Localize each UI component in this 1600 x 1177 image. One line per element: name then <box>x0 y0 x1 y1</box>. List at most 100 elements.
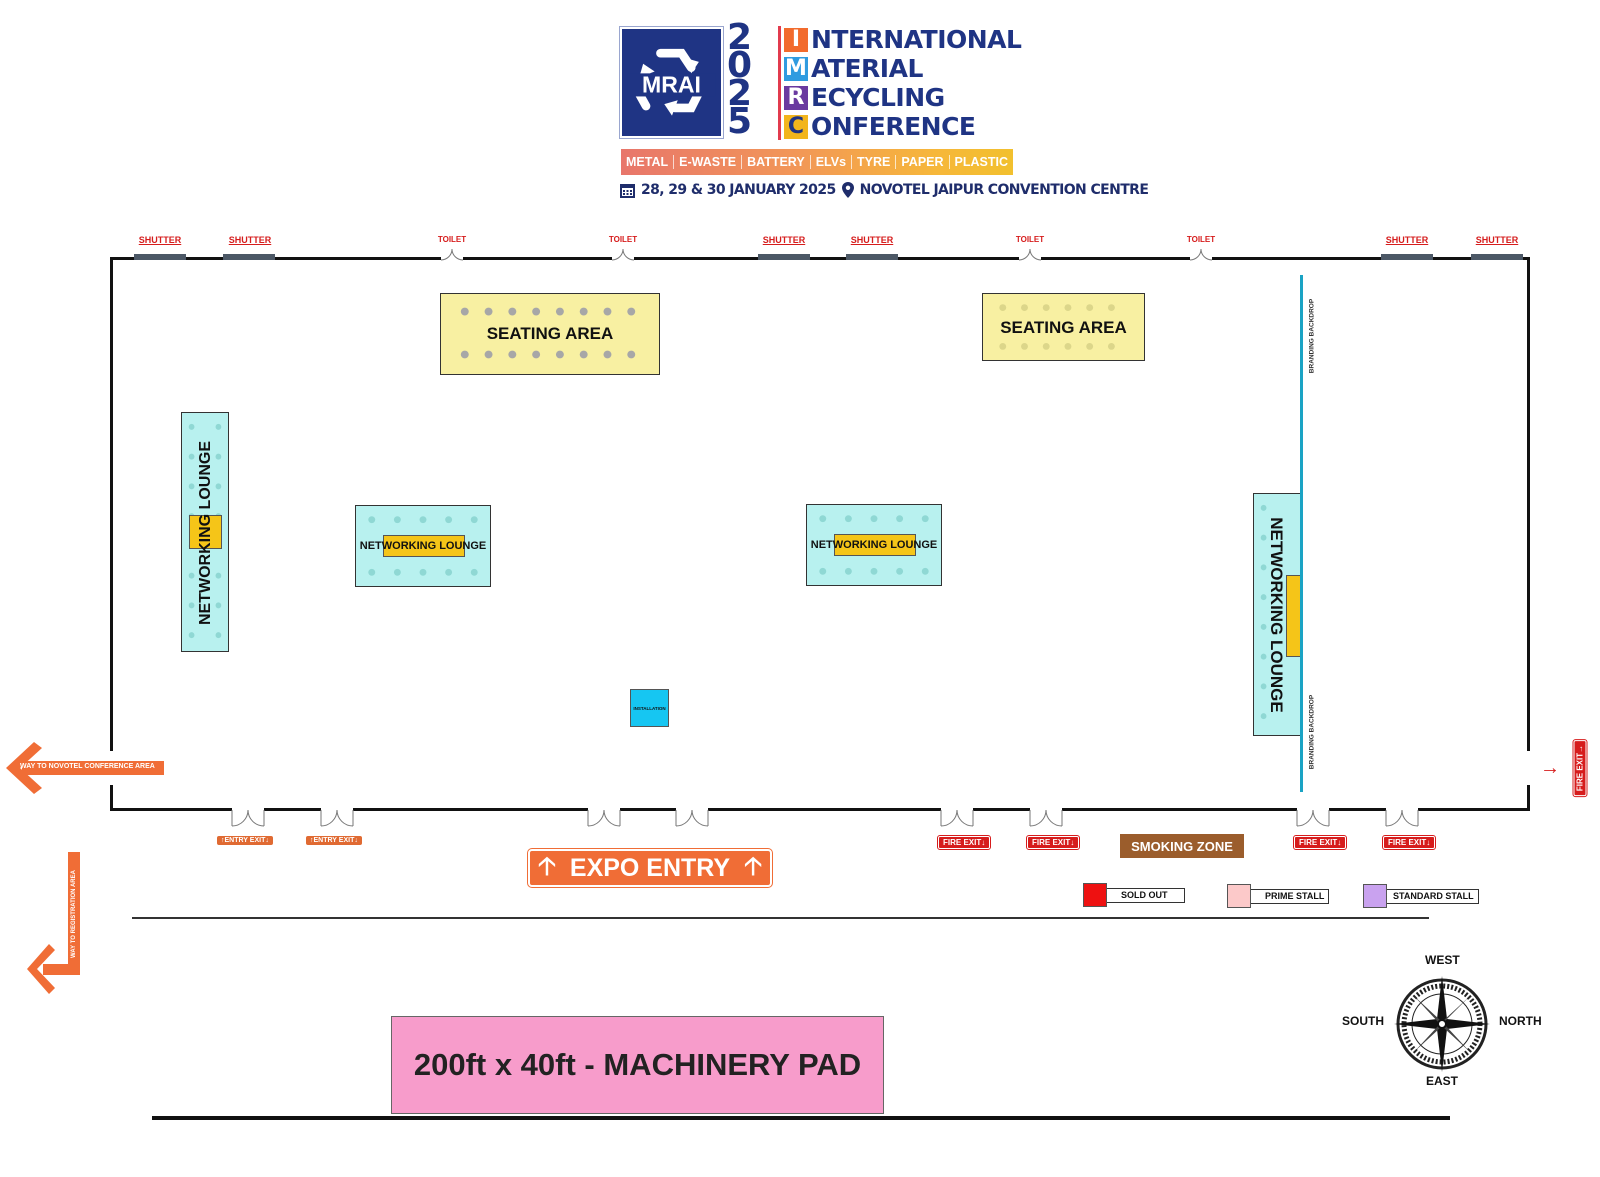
compass-east-label: EAST <box>1426 1074 1459 1088</box>
shutter-door <box>1471 254 1523 260</box>
fire-exit-tag: FIRE EXIT↓ <box>1292 835 1348 850</box>
expo-entry-label: EXPO ENTRY <box>569 853 731 882</box>
seating-area-label: SEATING AREA <box>1000 318 1127 337</box>
hall-west-wall-lower <box>110 785 113 811</box>
legend-prime-stall: PRIME STALL <box>1227 884 1329 908</box>
seating-area-label: SEATING AREA <box>486 324 614 343</box>
seating-chairs <box>460 307 636 359</box>
toilet-label: TOILET <box>1015 235 1045 244</box>
shutter-label: SHUTTER <box>138 235 182 245</box>
hall-north-wall <box>110 257 1530 260</box>
wall-gap <box>232 806 264 813</box>
legend-swatch <box>1227 884 1251 908</box>
shutter-door <box>134 254 186 260</box>
lounge-stage <box>189 515 222 549</box>
shutter-label: SHUTTER <box>228 235 272 245</box>
shutter-label: SHUTTER <box>850 235 894 245</box>
networking-lounge-west: NETWORKING LOUNGE <box>181 412 229 652</box>
toilet-label: TOILET <box>437 235 467 244</box>
installation-label: INSTALLATION <box>633 705 666 711</box>
machinery-pad-label: 200ft x 40ft - MACHINERY PAD <box>413 1047 862 1082</box>
title-row-material: M ATERIAL <box>784 54 923 83</box>
wall-gap <box>1019 255 1041 262</box>
title-row-recycling: R ECYCLING <box>784 83 945 112</box>
lounge-stage <box>834 534 916 556</box>
event-venue: NOVOTEL JAIPUR CONVENTION CENTRE <box>859 182 1149 198</box>
fire-exit-tag-east: FIRE EXIT→ <box>1573 735 1587 801</box>
event-dates: 28, 29 & 30 JANUARY 2025 <box>641 182 836 198</box>
arrow-down-icon: ↓ <box>265 837 269 844</box>
title-initial: M <box>784 55 808 81</box>
location-pin-icon <box>841 182 854 198</box>
legend-standard-stall: STANDARD STALL <box>1363 884 1479 908</box>
arrow-up-icon: 🡡 <box>744 851 763 880</box>
fire-exit-label: FIRE EXIT <box>1388 838 1427 847</box>
mrai-logo: MRAI <box>619 26 724 139</box>
title-row-international: I NTERNATIONAL <box>784 25 1022 54</box>
legend-swatch <box>1083 883 1107 907</box>
lounge-seating <box>819 515 929 575</box>
legend-label: STANDARD STALL <box>1387 888 1479 904</box>
networking-lounge-label: NETWORKING LOUNGE <box>359 540 487 552</box>
networking-lounge-centre-west: NETWORKING LOUNGE <box>355 505 491 587</box>
seating-area-west: SEATING AREA <box>440 293 660 375</box>
wall-gap <box>1528 752 1538 784</box>
title-word: ECYCLING <box>811 83 945 112</box>
legend-swatch <box>1363 884 1387 908</box>
wall-gap <box>676 806 708 813</box>
fire-exit-label: FIRE EXIT <box>1299 838 1338 847</box>
fire-exit-label: FIRE EXIT <box>1032 838 1071 847</box>
fire-exit-tag: FIRE EXIT↓ <box>936 835 992 850</box>
title-initial: I <box>784 27 808 52</box>
wall-gap <box>1190 255 1212 262</box>
arrow-up-icon: 🡡 <box>537 851 556 880</box>
seating-area-east: SEATING AREA <box>982 293 1145 361</box>
arrow-right-icon: → <box>1575 744 1585 753</box>
entry-exit-tag: ↑ENTRY EXIT↓ <box>217 836 273 845</box>
compass-rose-icon <box>1394 976 1490 1072</box>
lounge-stage <box>383 535 465 557</box>
way-registration-arrow <box>27 852 80 994</box>
arrow-up-icon: ↑ <box>221 837 225 844</box>
expo-entry-sign: 🡡 EXPO ENTRY 🡡 <box>527 848 773 888</box>
smoking-zone-label: SMOKING ZONE <box>1131 838 1233 854</box>
shutter-label: SHUTTER <box>762 235 806 245</box>
year-digit: 5 <box>727 101 753 142</box>
shutter-door <box>758 254 810 260</box>
wall-gap <box>941 806 973 813</box>
road-edge-line <box>152 1116 1450 1120</box>
fire-exit-label: FIRE EXIT <box>1575 752 1585 792</box>
arrow-down-icon: ↓ <box>1070 838 1075 847</box>
branding-backdrop-wall <box>1300 275 1303 792</box>
category-e-waste: E-WASTE <box>674 155 743 169</box>
calendar-icon <box>620 183 635 198</box>
seating-chairs <box>999 304 1115 350</box>
category-metal: METAL <box>621 155 675 169</box>
smoking-zone: SMOKING ZONE <box>1120 834 1244 858</box>
fire-exit-label: FIRE EXIT <box>943 838 982 847</box>
material-categories-bar: METAL E-WASTE BATTERY ELVs TYRE PAPER PL… <box>621 149 1013 175</box>
shutter-label: SHUTTER <box>1475 235 1519 245</box>
category-plastic: PLASTIC <box>954 155 1009 169</box>
way-conference-arrow <box>6 742 164 794</box>
fire-exit-tag: FIRE EXIT↓ <box>1025 835 1081 850</box>
lounge-seating <box>1260 504 1267 720</box>
arrow-down-icon: ↓ <box>1337 838 1342 847</box>
shutter-door <box>223 254 275 260</box>
title-initial: R <box>784 85 808 110</box>
recycle-icon: MRAI <box>627 48 716 116</box>
compass-west-label: WEST <box>1425 953 1460 967</box>
arrow-down-icon: ↓ <box>981 838 986 847</box>
year-digit: 2 <box>727 17 753 58</box>
machinery-pad: 200ft x 40ft - MACHINERY PAD <box>391 1016 884 1114</box>
title-word: ONFERENCE <box>811 112 976 141</box>
year-2025: 2 0 2 5 <box>727 17 775 142</box>
event-dateline: 28, 29 & 30 JANUARY 2025 NOVOTEL JAIPUR … <box>620 182 1149 198</box>
arrow-right-icon: → <box>1540 757 1560 779</box>
wall-gap <box>321 806 353 813</box>
wall-gap <box>1030 806 1062 813</box>
entry-exit-label: ENTRY EXIT <box>224 837 266 844</box>
wall-gap <box>1297 806 1329 813</box>
arrow-up-icon: ↑ <box>310 837 314 844</box>
